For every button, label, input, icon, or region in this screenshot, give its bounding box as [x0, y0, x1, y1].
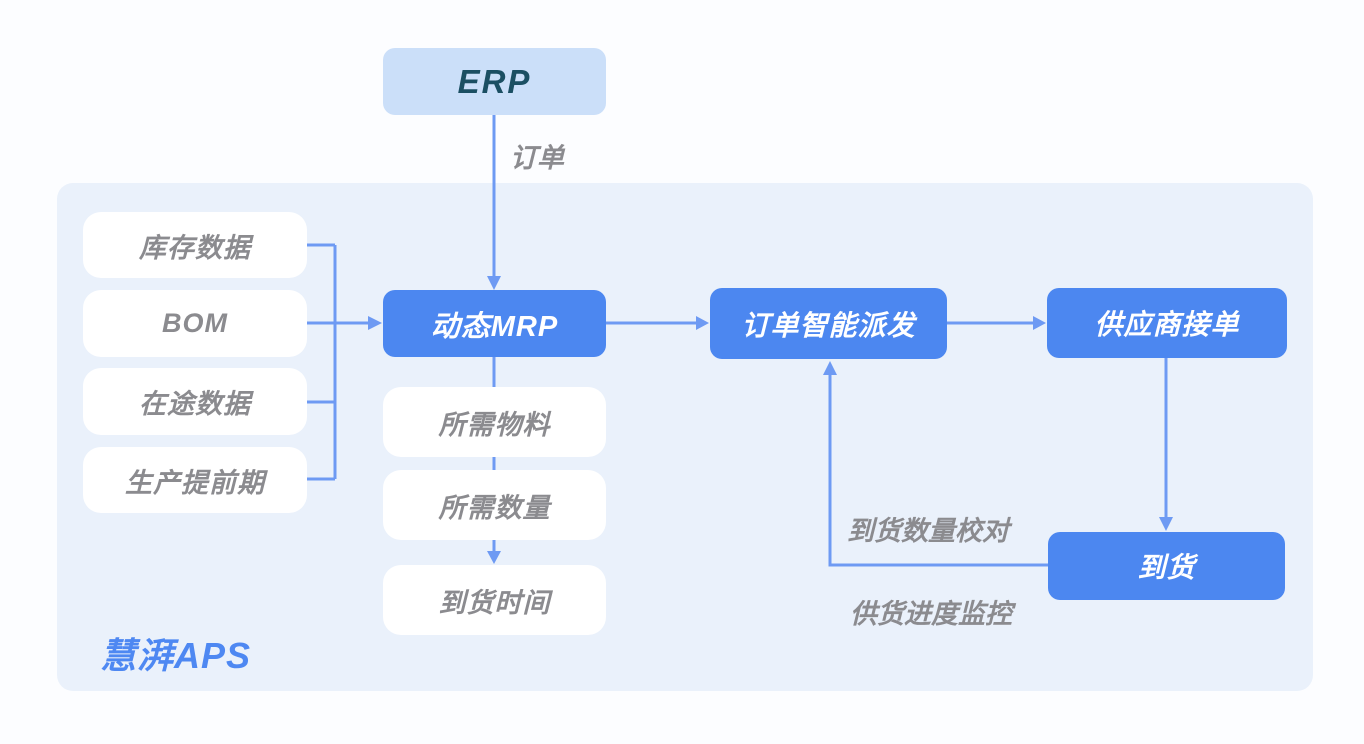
node-arrival: 到货	[1048, 532, 1285, 600]
node-inventory-data-label: 库存数据	[139, 232, 251, 263]
node-transit-data-label: 在途数据	[139, 389, 251, 419]
node-supplier-accept: 供应商接单	[1047, 288, 1287, 358]
edge-label-qty-check: 到货数量校对	[847, 516, 1009, 546]
node-erp-label: ERP	[457, 62, 532, 100]
node-order-dispatch-label: 订单智能派发	[741, 309, 916, 341]
node-bom: BOM	[83, 290, 307, 357]
node-required-material: 所需物料	[383, 387, 606, 457]
node-production-leadtime: 生产提前期	[83, 447, 307, 513]
node-supplier-accept-label: 供应商接单	[1094, 309, 1240, 340]
node-arrival-label: 到货	[1137, 552, 1196, 583]
node-inventory-data: 库存数据	[83, 212, 307, 278]
node-required-quantity: 所需数量	[383, 470, 606, 540]
node-order-dispatch: 订单智能派发	[710, 288, 947, 359]
node-bom-label: BOM	[162, 308, 228, 338]
node-transit-data: 在途数据	[83, 368, 307, 435]
edge-label-order: 订单	[510, 143, 564, 173]
node-dynamic-mrp: 动态MRP	[383, 290, 606, 357]
node-erp: ERP	[383, 48, 606, 115]
node-required-material-label: 所需物料	[438, 409, 551, 440]
node-arrival-time: 到货时间	[383, 565, 606, 635]
node-production-leadtime-label: 生产提前期	[125, 467, 265, 498]
edge-label-supply-monitor: 供货进度监控	[850, 599, 1012, 629]
node-arrival-time-label: 到货时间	[438, 587, 551, 618]
brand-logo: 慧湃APS	[100, 635, 252, 676]
node-required-quantity-label: 所需数量	[438, 492, 551, 523]
node-dynamic-mrp-label: 动态MRP	[430, 310, 559, 343]
